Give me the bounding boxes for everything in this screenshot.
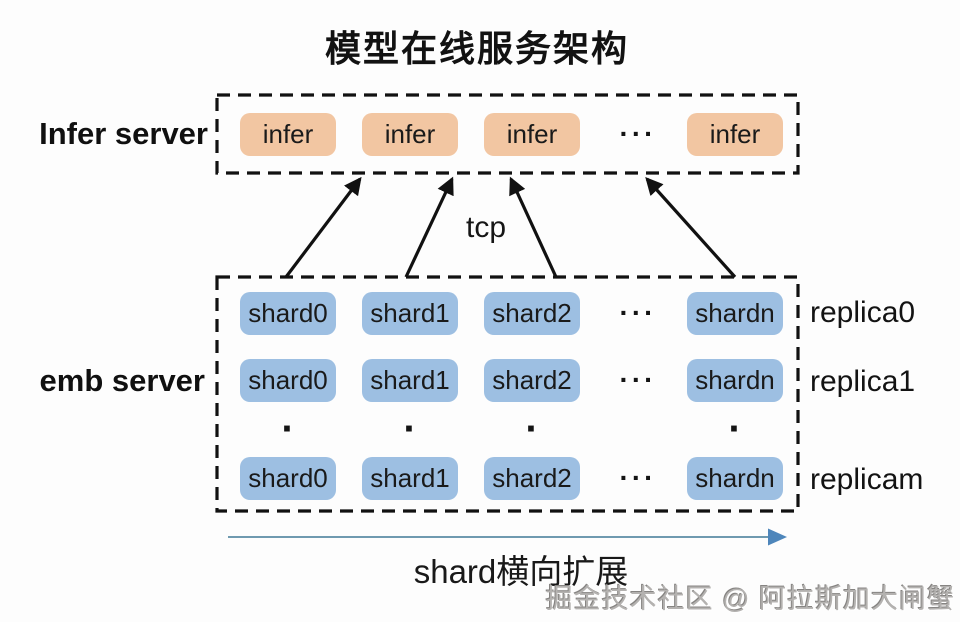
replica0-label: replica0: [810, 296, 916, 329]
tcp-arrow-1: [284, 176, 362, 278]
shard-row0-ellipsis: ···: [619, 297, 657, 328]
shard-node-r0-2: shard2: [484, 292, 580, 335]
emb-server-boundary: [215, 275, 800, 513]
shard-node-r1-1: shard1: [362, 359, 458, 402]
shard-row1-ellipsis: ···: [619, 364, 657, 395]
scale-axis-arrowhead: [768, 528, 787, 546]
vertical-ellipsis-dot-1: ·: [403, 407, 417, 451]
infer-node-3: infer: [687, 113, 783, 156]
vertical-ellipsis-dot-2: ·: [525, 407, 539, 451]
scale-axis-label: shard横向扩展: [413, 553, 629, 590]
shard-node-rm-0: shard0: [240, 457, 336, 500]
shard-row2-ellipsis: ···: [619, 462, 657, 493]
infer-node-2: infer: [484, 113, 580, 156]
tcp-arrow-3: [509, 176, 558, 278]
shard-node-r1-n: shardn: [687, 359, 783, 402]
infer-server-label: Infer server: [39, 116, 208, 151]
tcp-label: tcp: [465, 211, 507, 244]
shard-node-r0-n: shardn: [687, 292, 783, 335]
shard-node-r0-1: shard1: [362, 292, 458, 335]
diagram-title: 模型在线服务架构: [324, 28, 629, 69]
shard-node-r1-2: shard2: [484, 359, 580, 402]
tcp-arrow-4: [645, 177, 737, 279]
tcp-arrow-2: [404, 176, 454, 278]
infer-node-0: infer: [240, 113, 336, 156]
shard-node-rm-n: shardn: [687, 457, 783, 500]
vertical-ellipsis-dot-3: ·: [728, 407, 742, 451]
shard-node-rm-2: shard2: [484, 457, 580, 500]
shard-node-r1-0: shard0: [240, 359, 336, 402]
infer-server-boundary: [215, 93, 800, 175]
shard-node-r0-0: shard0: [240, 292, 336, 335]
infer-node-1: infer: [362, 113, 458, 156]
shard-node-rm-1: shard1: [362, 457, 458, 500]
emb-server-label: emb server: [39, 363, 205, 398]
infer-ellipsis: ···: [619, 118, 657, 149]
watermark: 掘金技术社区 @ 阿拉斯加大闸蟹: [545, 584, 955, 614]
replicam-label: replicam: [810, 463, 924, 496]
vertical-ellipsis-dot-0: ·: [281, 407, 295, 451]
replica1-label: replica1: [810, 365, 916, 398]
